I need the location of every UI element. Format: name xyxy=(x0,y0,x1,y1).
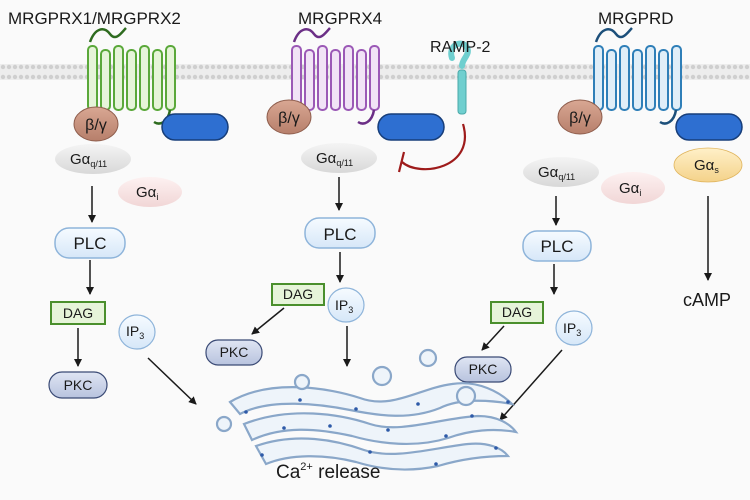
beta-gamma-subunit-x1x2 xyxy=(73,106,119,142)
gaq11-protein-prd xyxy=(523,157,599,187)
plc-label-prd: PLC xyxy=(540,237,573,256)
arrow-dag-to-pkc-prd xyxy=(481,325,505,351)
pkc-node-x1x2 xyxy=(48,371,108,399)
mrgprx4-title: MRGPRX4 xyxy=(298,9,382,28)
plc-label-x4: PLC xyxy=(323,225,356,244)
dag-label-x1x2: DAG xyxy=(63,305,93,321)
pkc-label-x1x2: PKC xyxy=(64,377,93,393)
plc-node-x1x2 xyxy=(54,227,126,259)
gas-label-prd: Gαs xyxy=(694,157,719,175)
ribosome-dots xyxy=(244,398,510,466)
ramp2-inhibition-arrow xyxy=(401,123,466,171)
beta-gamma-subunit-x4 xyxy=(266,99,312,135)
plc-node-prd xyxy=(522,230,592,262)
camp-label: cAMP xyxy=(683,290,731,310)
gas-protein-prd xyxy=(673,147,743,183)
ip3-node-prd xyxy=(555,310,593,346)
ramp2-protein xyxy=(448,40,471,115)
gaq11-protein-x4 xyxy=(301,143,377,173)
gai-protein-prd xyxy=(601,172,665,204)
beta-gamma-label: β/γ xyxy=(569,110,591,127)
ip3-label-x4: IP3 xyxy=(335,297,353,315)
ip3-label-x1x2: IP3 xyxy=(126,323,144,341)
mrgprd-receptor xyxy=(593,27,682,125)
beta-gamma-label: β/γ xyxy=(85,117,107,134)
pkc-node-prd xyxy=(454,356,512,383)
mrgprx1-x2-title: MRGPRX1/MRGPRX2 xyxy=(8,9,181,28)
dag-node-prd xyxy=(490,301,544,324)
ip3-label-prd: IP3 xyxy=(563,320,581,338)
g-alpha-subunit-x4 xyxy=(377,113,445,141)
gaq11-label-x4: Gαq/11 xyxy=(316,150,353,168)
dag-node-x4 xyxy=(271,283,325,306)
ip3-node-x1x2 xyxy=(118,314,156,350)
plc-label-x1x2: PLC xyxy=(73,234,106,253)
mrgprx1-x2-receptor xyxy=(87,27,176,125)
gaq11-protein-x1x2 xyxy=(55,144,131,174)
plc-node-x4 xyxy=(304,217,376,249)
pkc-label-x4: PKC xyxy=(220,344,249,360)
gaq11-label-prd: Gαq/11 xyxy=(538,164,575,182)
gai-label-x1x2: Gαi xyxy=(136,184,158,202)
g-alpha-subunit-x1x2 xyxy=(161,113,229,141)
pkc-label-prd: PKC xyxy=(469,361,498,377)
dag-label-prd: DAG xyxy=(502,304,532,320)
gai-protein-x1x2 xyxy=(118,177,182,207)
arrow-ip3-to-er-x1x2 xyxy=(147,357,197,405)
ramp2-label: RAMP-2 xyxy=(430,39,491,56)
arrow-dag-to-pkc-x4 xyxy=(251,307,285,335)
gaq11-label-x1x2: Gαq/11 xyxy=(70,151,107,169)
ip3-node-x4 xyxy=(327,287,365,323)
g-alpha-subunit-prd xyxy=(675,113,743,141)
pkc-node-x4 xyxy=(205,339,263,366)
mrgprx4-receptor xyxy=(291,27,380,125)
dag-node-x1x2 xyxy=(50,301,106,325)
gai-label-prd: Gαi xyxy=(619,180,641,198)
endoplasmic-reticulum xyxy=(215,348,519,471)
arrow-ip3-to-er-prd xyxy=(499,349,563,421)
dag-label-x4: DAG xyxy=(283,286,313,302)
mrgprd-title: MRGPRD xyxy=(598,9,674,28)
inhibition-bar xyxy=(397,151,406,173)
beta-gamma-label: β/γ xyxy=(278,110,300,127)
beta-gamma-subunit-prd xyxy=(557,99,603,135)
ca-release-label: Ca2+ release xyxy=(276,461,380,483)
